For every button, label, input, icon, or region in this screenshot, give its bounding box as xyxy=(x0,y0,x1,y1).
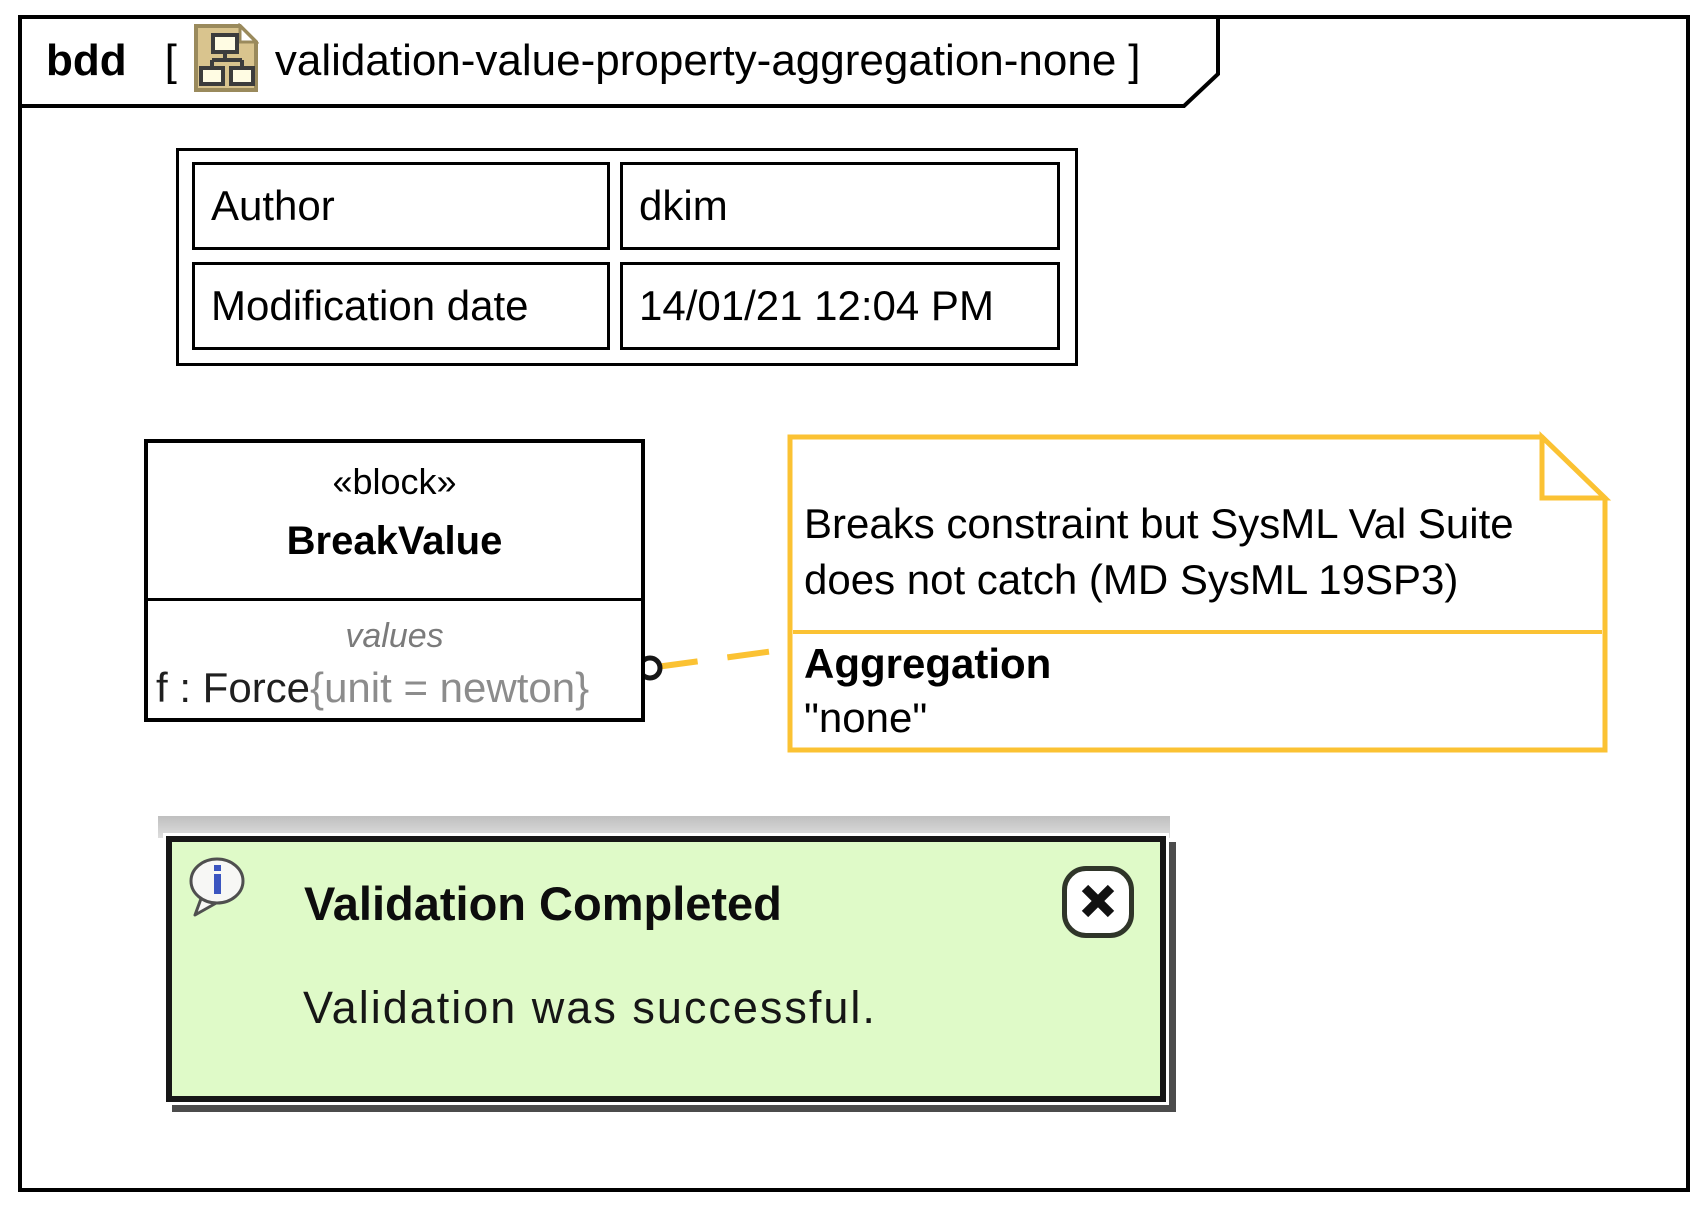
table-cell-modification-label: Modification date xyxy=(192,262,610,350)
block-breakvalue[interactable]: «block» BreakValue values f : Force{unit… xyxy=(144,439,645,722)
value-property-modifier: {unit = newton} xyxy=(310,664,590,711)
table-cell-modification-value: 14/01/21 12:04 PM xyxy=(620,262,1060,350)
table-cell-author-value: dkim xyxy=(620,162,1060,250)
diagram-kind-label: bdd xyxy=(46,36,127,85)
note-fold-corner-icon xyxy=(1539,431,1612,501)
note-section-value: "none" xyxy=(804,694,928,741)
notification-title: Validation Completed xyxy=(304,877,782,930)
table-cell-author-label: Author xyxy=(192,162,610,250)
close-bracket: ] xyxy=(1128,36,1141,85)
block-stereotype: «block» xyxy=(332,461,457,502)
note-shape[interactable] xyxy=(787,434,1608,753)
diagram-document-icon xyxy=(193,21,260,104)
close-button[interactable] xyxy=(1062,866,1134,938)
block-title-compartment: «block» BreakValue xyxy=(148,443,641,601)
value-property-line[interactable]: f : Force{unit = newton} xyxy=(148,664,641,712)
notification-window-edge xyxy=(158,816,1170,838)
note-line-1: Breaks constraint but SysML Val Suite xyxy=(804,500,1514,547)
value-property-name: f : Force xyxy=(156,664,311,711)
close-x-icon xyxy=(1075,878,1121,927)
values-compartment-label: values xyxy=(345,617,444,655)
info-speech-bubble-icon xyxy=(188,856,246,923)
diagram-header: bdd [ validation-value-property-aggregat… xyxy=(46,21,1141,94)
diagram-header-tab xyxy=(18,15,1220,108)
open-bracket: [ xyxy=(164,36,177,85)
diagram-info-table[interactable] xyxy=(176,148,1078,366)
note-line-2: does not catch (MD SysML 19SP3) xyxy=(804,556,1459,603)
block-values-compartment: values f : Force{unit = newton} xyxy=(148,617,641,712)
note-body-text: Breaks constraint but SysML Val Suite do… xyxy=(804,496,1544,608)
anchor-connector-line[interactable] xyxy=(655,646,790,670)
validation-notification xyxy=(166,836,1166,1102)
note-section-title: Aggregation xyxy=(804,640,1052,687)
diagram-name: validation-value-property-aggregation-no… xyxy=(274,36,1117,85)
block-name: BreakValue xyxy=(286,519,503,563)
notification-message: Validation was successful. xyxy=(303,982,877,1033)
